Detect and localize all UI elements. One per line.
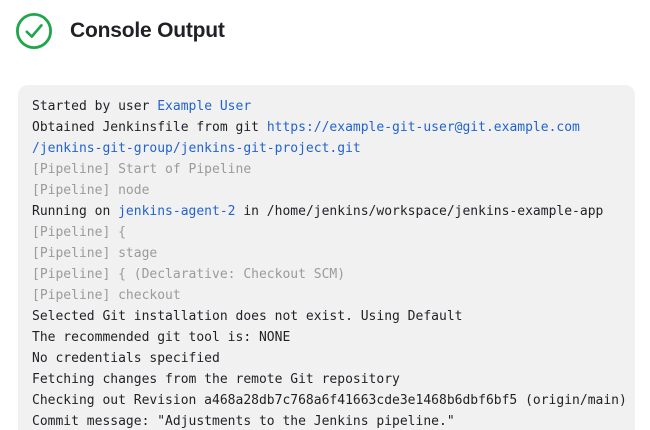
console-line: Fetching changes from the remote Git rep… — [32, 369, 621, 390]
console-link[interactable]: /jenkins-git-group/jenkins-git-project.g… — [32, 141, 361, 156]
console-line: [Pipeline] stage — [32, 243, 621, 264]
console-text: [Pipeline] { — [32, 225, 126, 240]
console-link[interactable]: Example User — [157, 99, 252, 114]
console-text: [Pipeline] checkout — [32, 288, 181, 303]
console-text: [Pipeline] Start of Pipeline — [32, 162, 252, 177]
console-line: [Pipeline] { (Declarative: Checkout SCM) — [32, 264, 621, 285]
console-line: /jenkins-git-group/jenkins-git-project.g… — [32, 138, 621, 159]
console-line: [Pipeline] Start of Pipeline — [32, 159, 621, 180]
console-line: The recommended git tool is: NONE — [32, 327, 621, 348]
console-text: in /home/jenkins/workspace/jenkins-examp… — [235, 204, 604, 219]
console-line: [Pipeline] node — [32, 180, 621, 201]
console-line: No credentials specified — [32, 348, 621, 369]
console-text: No credentials specified — [32, 351, 220, 366]
console-text: [Pipeline] { (Declarative: Checkout SCM) — [32, 267, 346, 282]
console-line: [Pipeline] checkout — [32, 285, 621, 306]
console-line: Commit message: "Adjustments to the Jenk… — [32, 411, 621, 430]
console-text: Commit message: "Adjustments to the Jenk… — [32, 414, 455, 429]
console-text: Checking out Revision a468a28db7c768a6f4… — [32, 393, 627, 408]
console-line: Selected Git installation does not exist… — [32, 306, 621, 327]
console-text: [Pipeline] node — [32, 183, 150, 198]
console-line: Checking out Revision a468a28db7c768a6f4… — [32, 390, 627, 411]
console-text: The recommended git tool is: NONE — [32, 330, 291, 345]
console-text: Selected Git installation does not exist… — [32, 309, 463, 324]
page-header: Console Output — [15, 12, 225, 50]
console-line: Running on jenkins-agent-2 in /home/jenk… — [32, 201, 621, 222]
console-line: Obtained Jenkinsfile from git https://ex… — [32, 117, 621, 138]
console-line: Started by user Example User — [32, 96, 621, 117]
console-link[interactable]: jenkins-agent-2 — [118, 204, 236, 219]
console-text: [Pipeline] stage — [32, 246, 158, 261]
console-text: Fetching changes from the remote Git rep… — [32, 372, 400, 387]
console-text: Started by user — [32, 99, 158, 114]
console-text: Obtained Jenkinsfile from git — [32, 120, 267, 135]
console-link[interactable]: https://example-git-user@git.example.com — [266, 120, 580, 135]
page-title: Console Output — [70, 19, 225, 42]
build-success-check-icon — [15, 12, 53, 50]
console-line: [Pipeline] { — [32, 222, 621, 243]
console-text: Running on — [32, 204, 119, 219]
